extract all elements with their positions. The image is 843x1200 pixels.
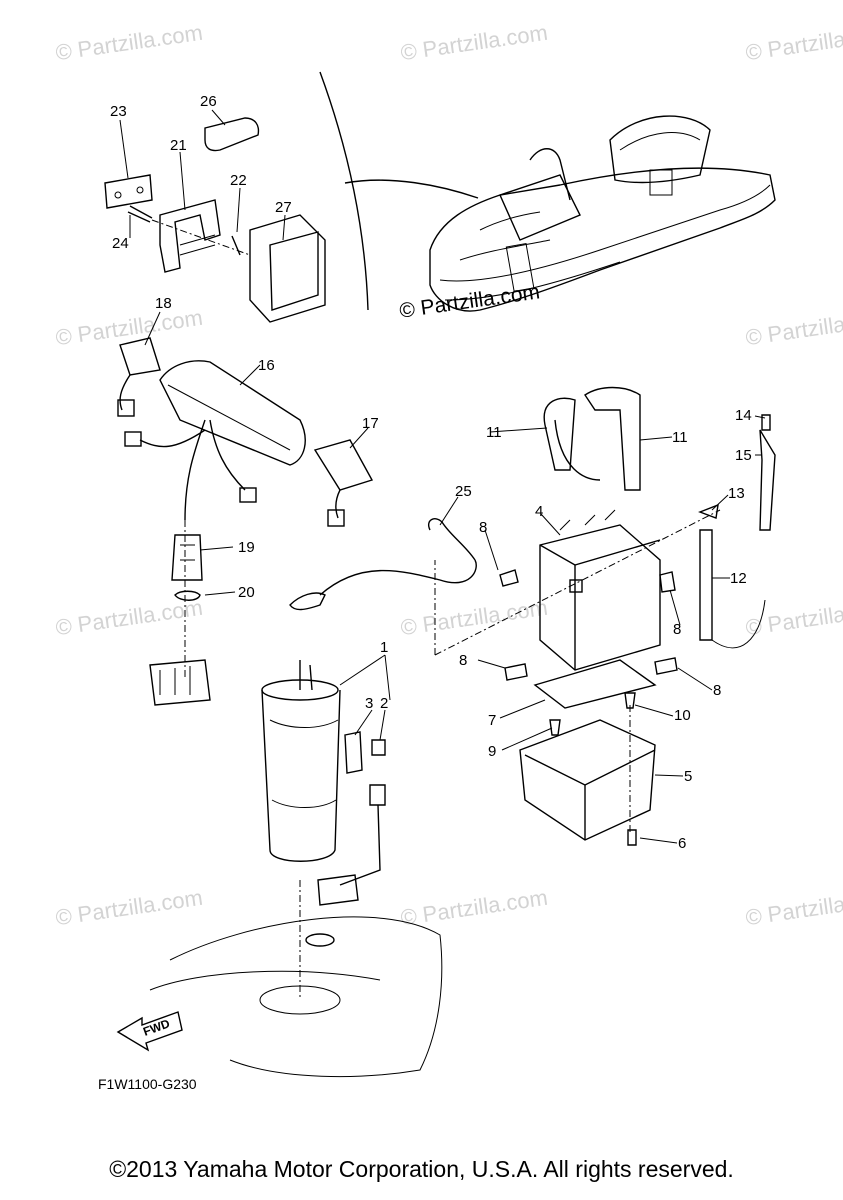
callout-11b: 11: [672, 429, 688, 446]
callout-15: 15: [735, 447, 752, 464]
callout-22: 22: [230, 172, 247, 189]
leader-lines: [119, 109, 766, 844]
watercraft-illustration: [429, 115, 776, 312]
callout-8d: 8: [713, 682, 721, 699]
callout-9: 9: [488, 743, 496, 760]
callout-17: 17: [362, 415, 379, 432]
copyright-notice: ©2013 Yamaha Motor Corporation, U.S.A. A…: [109, 1156, 734, 1182]
callout-20: 20: [238, 584, 255, 601]
callout-21: 21: [170, 137, 187, 154]
callout-16: 16: [258, 357, 275, 374]
callout-25: 25: [455, 483, 472, 500]
callout-8b: 8: [673, 621, 681, 638]
fuel-pump-group: [149, 660, 443, 1078]
callout-7: 7: [488, 712, 496, 729]
callout-24: 24: [112, 235, 129, 252]
callout-8c: 8: [459, 652, 467, 669]
callout-27: 27: [275, 199, 292, 216]
meter-group: [117, 337, 374, 706]
callout-3: 3: [365, 695, 373, 712]
divider-line: [319, 71, 369, 311]
callouts: 23 26 21 22 27 24 18 16 17 19 20 11 11 1…: [110, 93, 752, 852]
callout-6: 6: [678, 835, 686, 852]
callout-2: 2: [380, 695, 388, 712]
callout-11a: 11: [486, 424, 502, 441]
remote-receiver-group: [104, 117, 326, 323]
diagram-code: F1W1100-G230: [98, 1076, 197, 1092]
callout-12: 12: [730, 570, 747, 587]
callout-8a: 8: [479, 519, 487, 536]
callout-10: 10: [674, 707, 691, 724]
callout-18: 18: [155, 295, 172, 312]
battery-group: [289, 386, 776, 846]
callout-26: 26: [200, 93, 217, 110]
callout-14: 14: [735, 407, 752, 424]
callout-23: 23: [110, 103, 127, 120]
callout-13: 13: [728, 485, 745, 502]
connector-line: [344, 179, 479, 199]
callout-19: 19: [238, 539, 255, 556]
fwd-arrow: FWD: [116, 1011, 183, 1052]
callout-1: 1: [380, 639, 388, 656]
callout-5: 5: [684, 768, 692, 785]
callout-4: 4: [535, 503, 543, 520]
